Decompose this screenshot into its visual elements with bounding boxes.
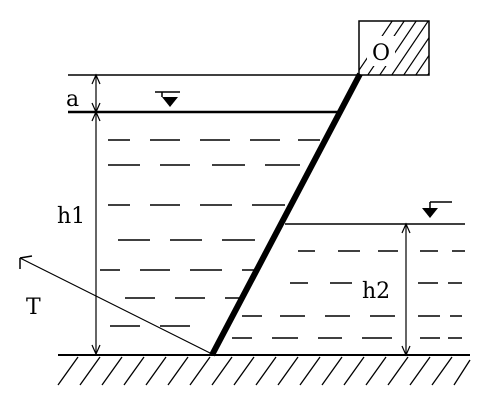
pivot-label: O <box>372 41 390 66</box>
ground-hatching-icon <box>57 356 471 386</box>
hatched-support-icon <box>358 20 430 76</box>
gap-label: a <box>66 87 79 112</box>
tension-arrowhead <box>19 255 33 269</box>
upstream-depth-label: h1 <box>57 204 85 229</box>
downstream-water-dashes <box>232 250 465 339</box>
dimension-a <box>91 73 101 114</box>
dimension-h2 <box>401 222 411 357</box>
water-surface-marker-icon <box>155 91 180 107</box>
inclined-gate <box>209 72 363 357</box>
dimension-h1 <box>91 110 101 356</box>
tension-cable <box>19 257 213 355</box>
downstream-depth-label: h2 <box>362 279 390 304</box>
upstream-water-dashes <box>100 139 320 327</box>
force-label: T <box>26 295 41 320</box>
water-surface-marker-icon <box>422 201 452 218</box>
